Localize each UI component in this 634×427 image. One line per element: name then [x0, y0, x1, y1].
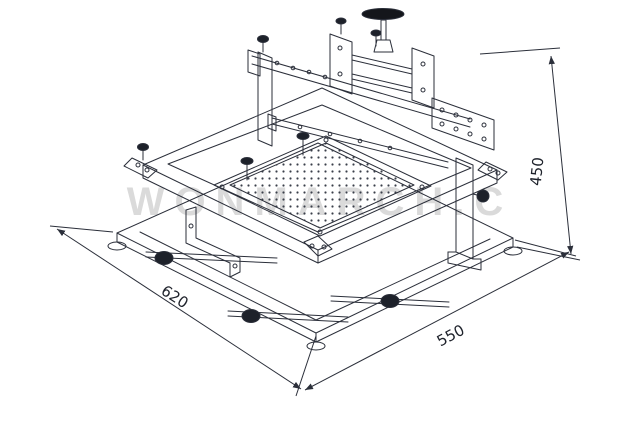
- gantry-assembly: [247, 17, 495, 169]
- dimension-width-label: 620: [158, 281, 192, 312]
- frame-knob: [240, 157, 254, 165]
- corner-bracket: [303, 235, 333, 257]
- corner-bracket: [123, 157, 158, 179]
- carriage-plate: [411, 47, 435, 109]
- adjust-knob: [154, 251, 174, 265]
- dimension-height-label: 450: [527, 156, 548, 186]
- frame-knob: [296, 132, 310, 140]
- left-post: [257, 35, 273, 147]
- carriage-knob: [370, 29, 382, 37]
- foot-pad: [107, 241, 127, 251]
- adjust-knob: [241, 309, 261, 323]
- foot-pad: [503, 246, 523, 256]
- screen-frame: [123, 87, 508, 264]
- print-plate: [213, 135, 432, 237]
- foot-pad: [306, 341, 326, 351]
- handle-grip: [361, 8, 405, 20]
- carriage-plate: [329, 33, 353, 95]
- adjustment-bars: [145, 251, 450, 323]
- dimension-depth-label: 550: [434, 321, 468, 350]
- dimension-width: [49, 225, 317, 397]
- handle: [361, 8, 405, 53]
- dimension-height: [479, 47, 581, 261]
- corner-bracket: [477, 161, 508, 181]
- carriage-knob: [335, 17, 347, 25]
- frame-knob: [137, 143, 149, 151]
- adjust-knob: [380, 294, 400, 308]
- post-knob: [257, 35, 269, 43]
- mount-plate: [431, 97, 495, 151]
- clamp-knob: [476, 189, 490, 203]
